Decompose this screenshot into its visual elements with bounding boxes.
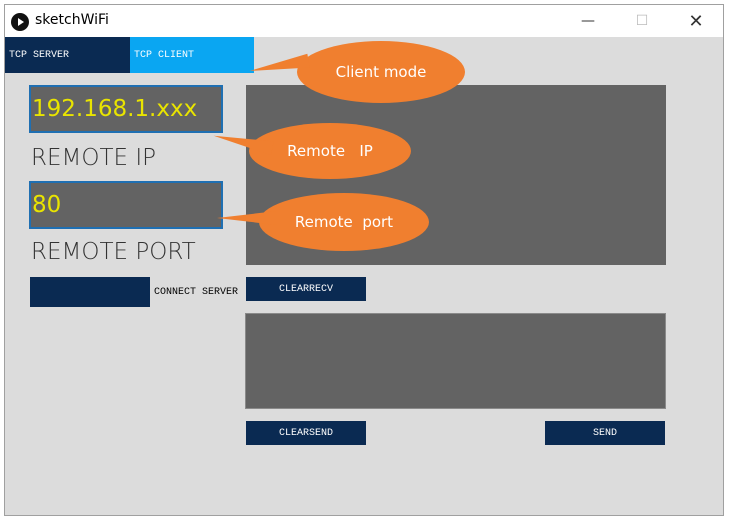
send-text-area[interactable] (245, 313, 666, 409)
close-button[interactable]: ✕ (688, 10, 704, 32)
callout-remote-port: Remote port (259, 193, 429, 251)
window-title: sketchWiFi (35, 12, 109, 28)
remote-ip-label: REMOTE IP (31, 145, 157, 171)
minimize-button[interactable]: — (581, 13, 595, 29)
maximize-button[interactable]: ☐ (635, 13, 649, 29)
play-icon (11, 13, 29, 31)
tab-tcp-client[interactable]: TCP CLIENT (130, 37, 254, 73)
callout-remote-ip: Remote IP (249, 123, 411, 179)
remote-port-label: REMOTE PORT (31, 239, 196, 265)
connect-server-button[interactable] (30, 277, 150, 307)
clear-send-button[interactable]: CLEARSEND (246, 421, 366, 445)
title-bar: sketchWiFi — ☐ ✕ (5, 5, 723, 37)
remote-ip-input[interactable]: 192.168.1.xxx (29, 85, 223, 133)
app-window: sketchWiFi — ☐ ✕ TCP SERVER TCP CLIENT 1… (4, 4, 724, 516)
connect-server-label: CONNECT SERVER (154, 287, 239, 298)
clear-receive-button[interactable]: CLEARRECV (246, 277, 366, 301)
callout-client-mode: Client mode (297, 41, 465, 103)
remote-port-input[interactable]: 80 (29, 181, 223, 229)
send-button[interactable]: SEND (545, 421, 665, 445)
tab-tcp-server[interactable]: TCP SERVER (5, 37, 130, 73)
